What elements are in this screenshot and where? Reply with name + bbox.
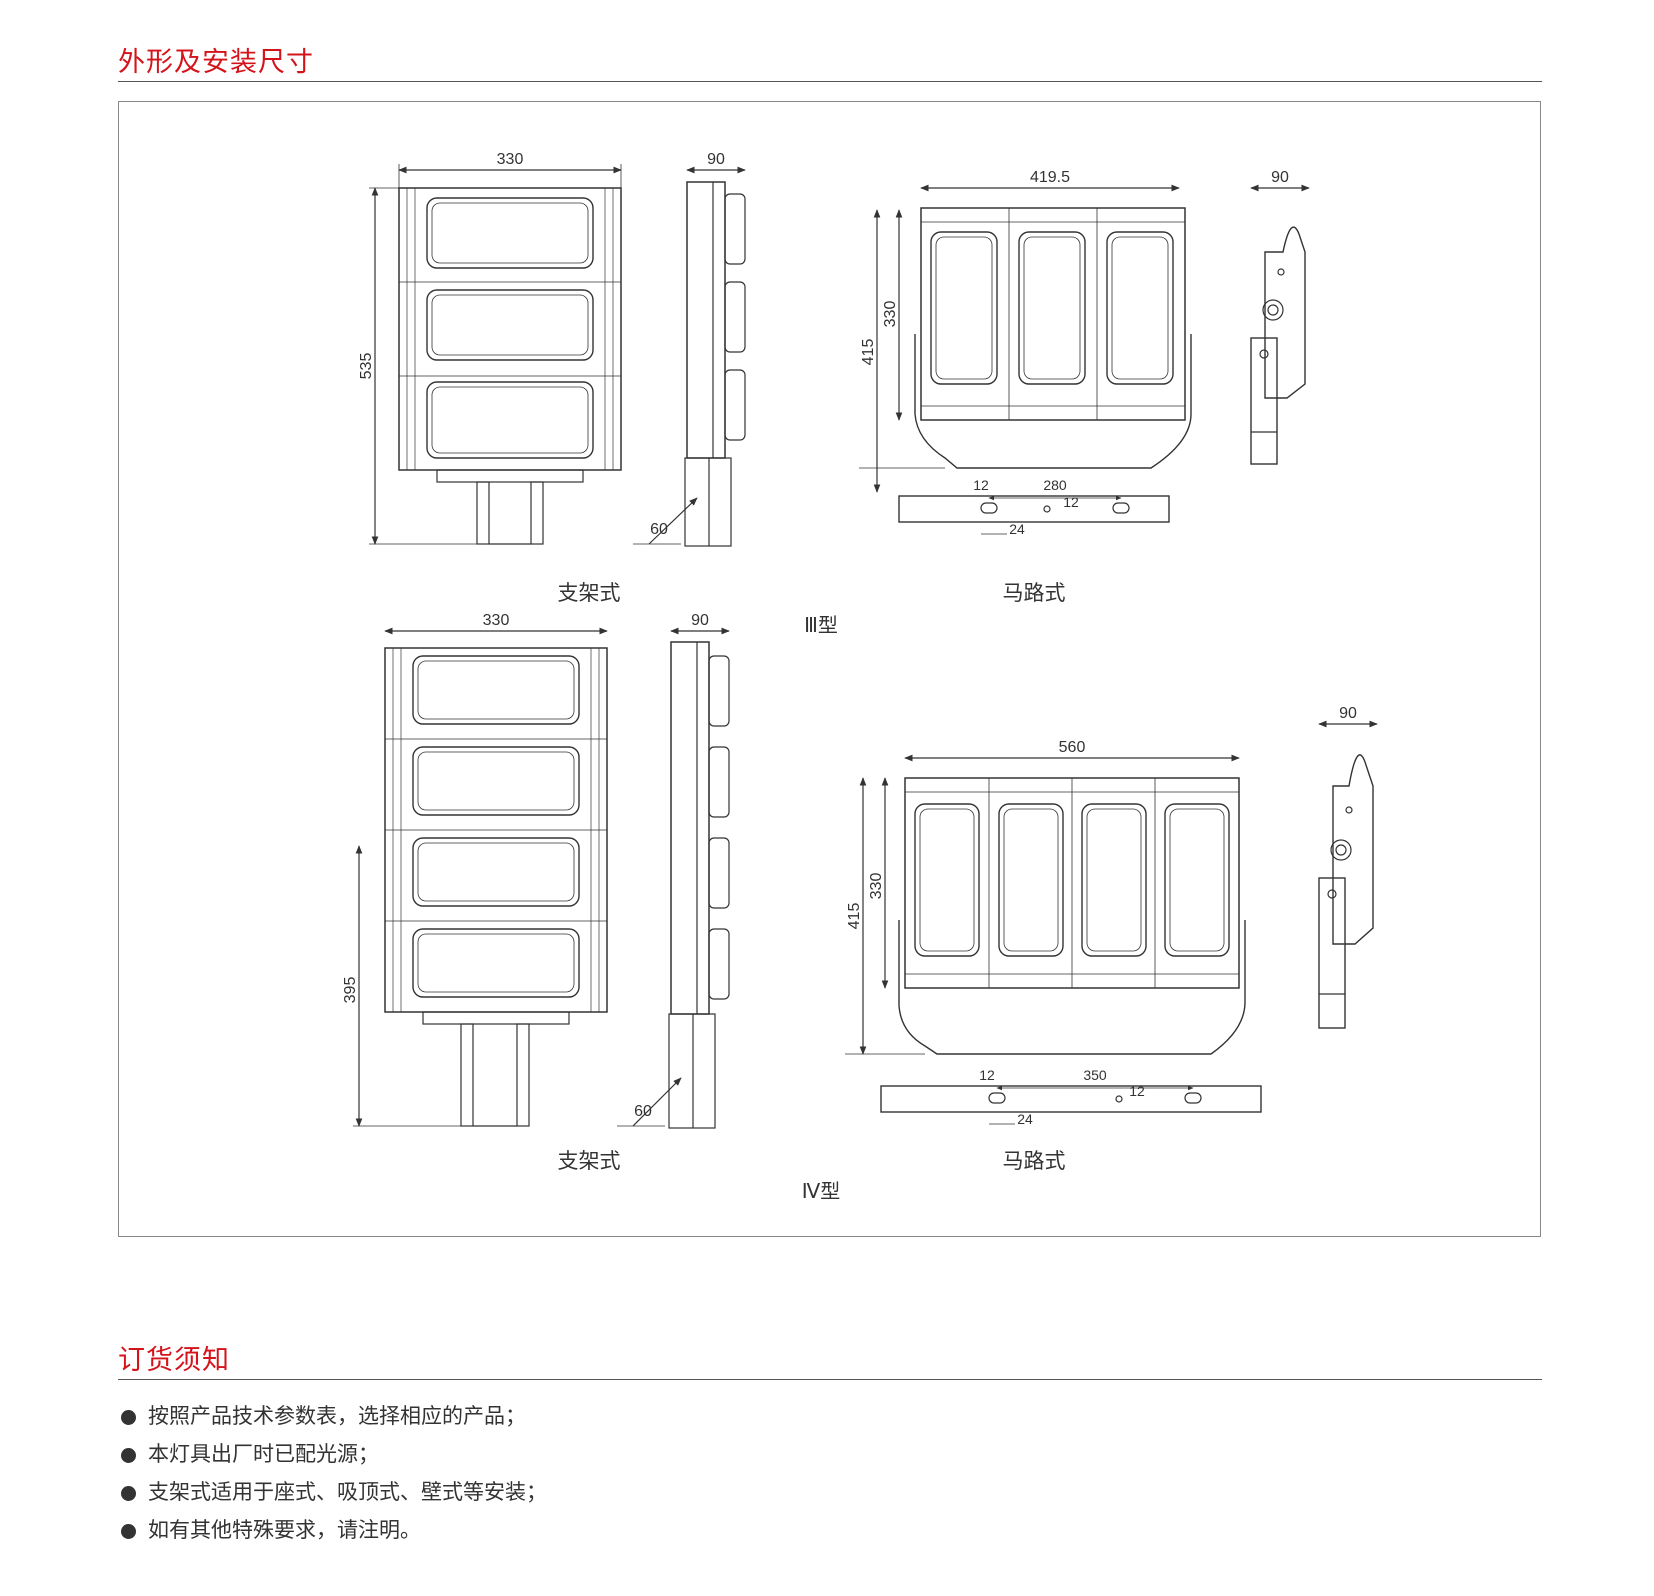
- type3-label: Ⅲ型: [804, 614, 838, 637]
- dimensions-section-title: 外形及安装尺寸: [118, 47, 314, 77]
- type3-road-inner-height-label: 330: [882, 301, 899, 328]
- bullet-icon: [121, 1447, 136, 1463]
- note-text: 本灯具出厂时已配光源；: [148, 1443, 379, 1466]
- note-text: 按照产品技术参数表，选择相应的产品；: [148, 1405, 526, 1428]
- type3-road-hole-center-label: 12: [1063, 494, 1079, 510]
- type4-road-side-depth-label: 90: [1339, 705, 1357, 722]
- type4-bracket-side-depth-label: 90: [691, 612, 709, 629]
- bullet-icon: [121, 1523, 136, 1539]
- type4-bracket-side-view: 90 60: [617, 612, 730, 1129]
- type3-bracket-caption: 支架式: [558, 582, 621, 605]
- type3-road-hole-width-label: 12: [973, 477, 989, 493]
- type3-bracket-front-view: 330 535: [358, 151, 622, 545]
- type4-bracket-angle-label: 60: [634, 1103, 652, 1120]
- type3-bracket-side-depth-label: 90: [707, 151, 725, 168]
- type4-road-front-view: 560 415 330 350 12 12 24: [845, 739, 1262, 1127]
- type3-road-height-label: 415: [860, 339, 877, 366]
- ordering-section-title: 订货须知: [118, 1345, 230, 1375]
- type3-road-hole-slot-label: 24: [1009, 521, 1025, 537]
- type3-bracket-width-label: 330: [497, 151, 524, 168]
- list-item: 本灯具出厂时已配光源；: [118, 1436, 547, 1474]
- type4-road-rail-span-label: 350: [1083, 1067, 1107, 1083]
- type3-bracket-angle-label: 60: [650, 521, 668, 538]
- type3-road-front-view: 419.5 415 330 280 12 12 24: [859, 169, 1192, 537]
- section-divider: [118, 1379, 1542, 1380]
- dimension-drawing-frame: 330 535 90 60 支架式: [118, 101, 1541, 1237]
- list-item: 如有其他特殊要求，请注明。: [118, 1512, 547, 1550]
- type4-road-hole-width-label: 12: [979, 1067, 995, 1083]
- type3-road-rail-span-label: 280: [1043, 477, 1067, 493]
- type3-road-side-depth-label: 90: [1271, 169, 1289, 186]
- ordering-notes-list: 按照产品技术参数表，选择相应的产品； 本灯具出厂时已配光源； 支架式适用于座式、…: [118, 1398, 547, 1550]
- type3-road-caption: 马路式: [1003, 582, 1066, 605]
- bullet-icon: [121, 1485, 136, 1501]
- type4-road-hole-center-label: 12: [1129, 1083, 1145, 1099]
- type4-bracket-height-label: 395: [342, 977, 359, 1004]
- type4-bracket-width-label: 330: [483, 612, 510, 629]
- list-item: 按照产品技术参数表，选择相应的产品；: [118, 1398, 547, 1436]
- type4-road-caption: 马路式: [1003, 1150, 1066, 1173]
- type4-road-hole-slot-label: 24: [1017, 1111, 1033, 1127]
- type4-road-height-label: 415: [846, 903, 863, 930]
- list-item: 支架式适用于座式、吸顶式、壁式等安装；: [118, 1474, 547, 1512]
- type4-road-side-view: 90: [1318, 705, 1378, 1029]
- bullet-icon: [121, 1409, 136, 1425]
- type3-bracket-side-view: 90 60: [633, 151, 746, 547]
- section-divider: [118, 81, 1542, 82]
- type3-bracket-height-label: 535: [358, 353, 375, 380]
- type4-label: Ⅳ型: [802, 1180, 840, 1203]
- note-text: 支架式适用于座式、吸顶式、壁式等安装；: [148, 1481, 547, 1504]
- type4-road-width-label: 560: [1059, 739, 1086, 756]
- type3-road-width-label: 419.5: [1030, 169, 1070, 186]
- note-text: 如有其他特殊要求，请注明。: [148, 1519, 421, 1542]
- dimension-drawing: 330 535 90 60 支架式: [342, 151, 1378, 1203]
- type4-road-inner-height-label: 330: [868, 873, 885, 900]
- type4-bracket-front-view: 330 395: [342, 612, 608, 1127]
- type3-road-side-view: 90: [1250, 169, 1310, 465]
- type4-bracket-caption: 支架式: [558, 1150, 621, 1173]
